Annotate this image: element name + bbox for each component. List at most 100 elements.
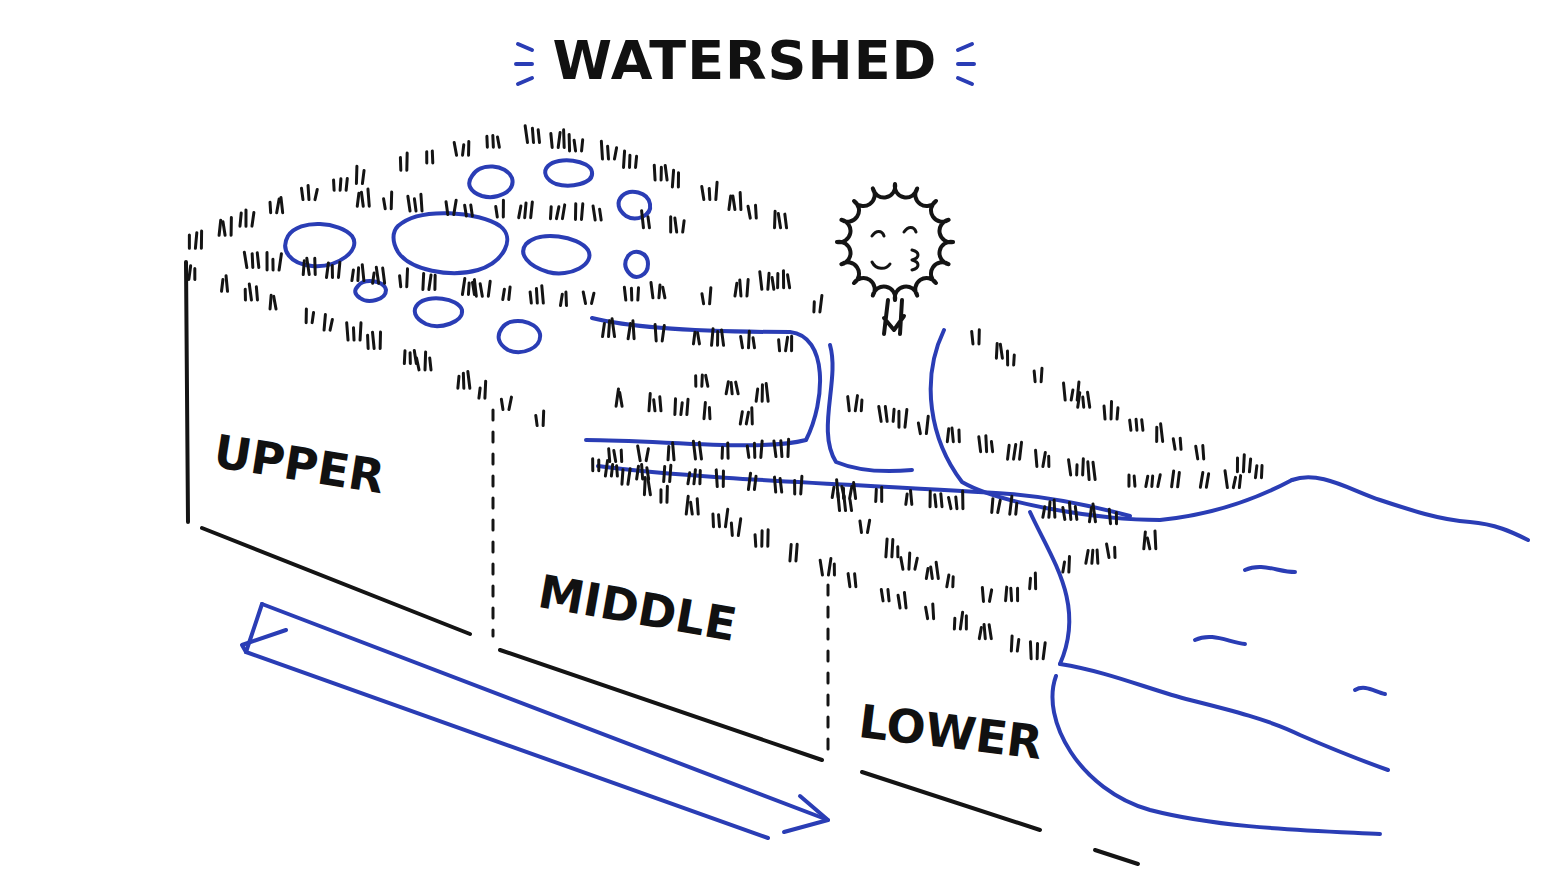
grass-blade <box>488 281 490 296</box>
grass-blade <box>926 569 928 579</box>
grass-blade <box>1043 507 1045 517</box>
grass-blade <box>1012 355 1016 365</box>
grass-blade <box>564 292 568 305</box>
grass-blade <box>979 627 981 638</box>
grass-blade <box>332 180 336 190</box>
grass-blade <box>372 332 374 348</box>
grass-blade <box>860 521 862 532</box>
grass-blade <box>188 235 191 248</box>
zone-label: UPPER <box>211 428 388 500</box>
grass-blade <box>746 412 748 424</box>
grass-blade <box>390 192 393 209</box>
grass-blade <box>754 476 756 489</box>
direction-arrow <box>262 604 828 820</box>
grass-blade <box>731 383 732 394</box>
grass-blade <box>665 165 667 180</box>
grass-blade <box>989 625 991 639</box>
grass-blade <box>754 205 758 218</box>
grass-blade <box>636 156 637 167</box>
grass-blade <box>281 197 283 212</box>
grass-blade <box>1086 550 1088 563</box>
grass-blade <box>301 188 303 199</box>
grass-blade <box>1069 460 1071 475</box>
grass-blade <box>663 287 665 298</box>
grass-blade <box>230 218 233 236</box>
grass-blade <box>620 450 624 461</box>
grass-blade <box>346 178 347 190</box>
grass-blade <box>611 465 612 476</box>
grass-blade <box>716 332 719 346</box>
grass-blade <box>1010 636 1014 651</box>
grass <box>189 126 1262 659</box>
grass-blade <box>1127 475 1130 486</box>
grass-blade <box>907 553 911 569</box>
grass-blade <box>593 206 595 220</box>
grass-blade <box>305 309 308 323</box>
grass-blade <box>497 137 499 147</box>
grass-blade <box>782 271 785 288</box>
grass-blade <box>766 530 769 547</box>
grass-blade <box>1116 408 1120 419</box>
grass-blade <box>542 286 544 303</box>
grass-blade <box>860 400 864 411</box>
grass-blade <box>620 392 622 406</box>
grass-blade <box>677 173 680 187</box>
grass-blade <box>673 443 674 460</box>
grass-blade <box>509 397 511 409</box>
pond <box>355 281 386 301</box>
grass-blade <box>462 373 466 388</box>
grass-blade <box>998 500 1000 512</box>
grass-blade <box>991 442 992 452</box>
grass-blade <box>748 206 750 218</box>
grass-blade <box>352 328 356 340</box>
grass-blade <box>1239 476 1240 488</box>
grass-blade <box>776 273 779 287</box>
grass-blade <box>431 151 434 163</box>
grass-blade <box>828 559 830 575</box>
pond <box>619 192 651 219</box>
grass-blade <box>649 394 650 411</box>
grass-blade <box>583 292 585 304</box>
grass-blade <box>918 423 920 434</box>
grass-blade <box>1043 643 1045 659</box>
grass-blade <box>417 358 419 370</box>
grass-blade <box>244 210 247 226</box>
grass-blade <box>698 333 700 344</box>
grass-blade <box>624 287 625 300</box>
grass-blade <box>686 496 688 514</box>
title-mark <box>516 44 532 84</box>
grass-blade <box>832 487 834 497</box>
grass-blade <box>693 332 694 344</box>
grass-blade <box>454 143 456 156</box>
grass-blade <box>496 207 498 217</box>
grass-blade <box>330 319 332 330</box>
grass-blade <box>788 275 790 288</box>
grass-blade <box>855 574 856 587</box>
grass-blade <box>359 323 363 340</box>
grass-blade <box>509 287 510 299</box>
grass-blade <box>1028 578 1032 589</box>
grass-blade <box>458 376 459 388</box>
grass-blade <box>1047 456 1050 466</box>
grass-blade <box>530 292 531 303</box>
grass-blade <box>1063 562 1065 572</box>
grass-blade <box>1146 476 1148 486</box>
grass-blade <box>654 400 655 411</box>
water-shore <box>1052 676 1380 834</box>
grass-blade <box>786 337 788 350</box>
grass-blade <box>1088 462 1089 480</box>
grass-blade <box>716 182 717 199</box>
grass-blade <box>400 276 401 287</box>
grass-blade <box>694 376 697 387</box>
grass-blade <box>747 280 748 296</box>
grass-blade <box>979 437 981 452</box>
grass-blade <box>756 389 758 401</box>
grass-blade <box>405 153 408 170</box>
grass-blade <box>1075 465 1078 475</box>
grass-blade <box>848 397 850 411</box>
grass-blade <box>251 254 255 268</box>
grass-blade <box>454 200 456 214</box>
grass-blade <box>683 221 684 232</box>
grass-blade <box>748 473 750 489</box>
grass-blade <box>647 468 649 479</box>
